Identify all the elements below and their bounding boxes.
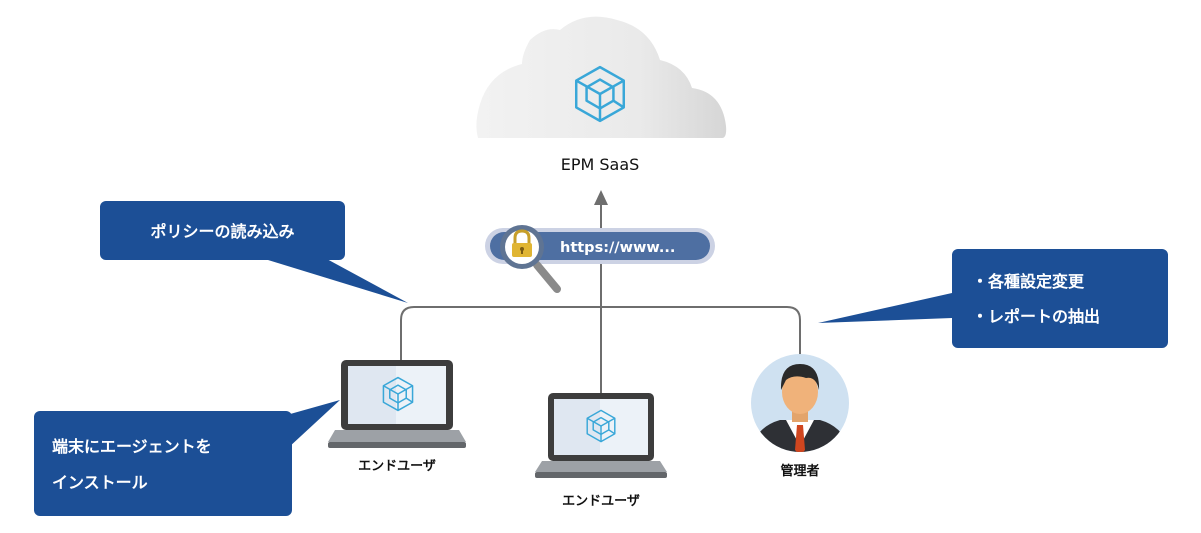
cloud-label: EPM SaaS	[561, 155, 640, 174]
install-callout-line-1: 端末にエージェントを	[52, 437, 212, 456]
connector-lines	[400, 190, 801, 393]
policy-callout: ポリシーの読み込み	[100, 201, 408, 303]
administrator-node: 管理者	[751, 354, 849, 479]
end-user-laptop-2: エンドユーザ	[535, 393, 667, 509]
admin-callout: ・各種設定変更 ・レポートの抽出	[818, 249, 1168, 348]
https-bar: https://www...	[485, 225, 715, 293]
administrator-avatar-icon	[751, 354, 849, 452]
install-callout: 端末にエージェントを インストール	[34, 400, 340, 516]
admin-callout-line-2: ・レポートの抽出	[972, 307, 1100, 326]
cloud-service: EPM SaaS	[476, 16, 727, 174]
policy-callout-text: ポリシーの読み込み	[150, 222, 294, 241]
laptop-icon	[535, 393, 667, 478]
lock-magnifier-icon	[500, 225, 561, 293]
arrow-up-icon	[594, 190, 608, 205]
end-user-label-2: エンドユーザ	[562, 494, 640, 509]
admin-label: 管理者	[780, 463, 819, 479]
end-user-label-1: エンドユーザ	[358, 459, 436, 474]
end-user-laptop-1: エンドユーザ	[328, 360, 466, 474]
laptop-icon	[328, 360, 466, 448]
https-url-text: https://www...	[560, 240, 675, 256]
install-callout-line-2: インストール	[52, 473, 148, 492]
cloud-icon	[476, 16, 727, 139]
admin-callout-line-1: ・各種設定変更	[972, 272, 1085, 291]
